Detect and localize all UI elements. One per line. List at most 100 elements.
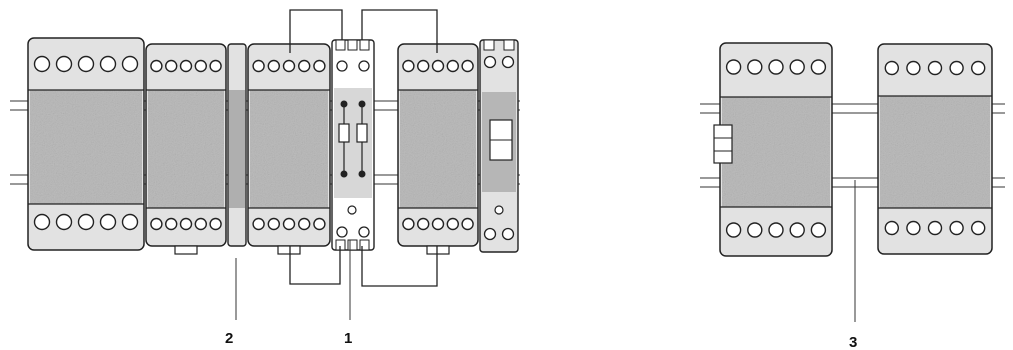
terminal-screw-icon (884, 60, 899, 76)
terminal-screw-icon (121, 213, 139, 231)
module-body (250, 90, 328, 208)
contactor-module-d (877, 43, 993, 255)
terminal-screw-icon (121, 55, 139, 73)
terminal-screw-icon (267, 59, 280, 73)
terminal-screw-icon (164, 59, 178, 73)
terminal-screw-icon (252, 59, 265, 73)
din-clip-icon (426, 245, 450, 255)
callout-label-2: 2 (225, 330, 233, 347)
terminal-screw-icon (431, 59, 445, 73)
terminal-screw-icon (402, 59, 415, 73)
din-clip-icon (174, 245, 198, 255)
contactor-module-b (247, 43, 331, 255)
din-clip-icon (277, 245, 301, 255)
terminal-screw-icon (810, 222, 827, 238)
terminal-screw-icon (501, 227, 515, 241)
terminal-screw-icon (282, 217, 296, 231)
terminal-screw-icon (282, 59, 296, 73)
large-contactor-module (27, 37, 145, 251)
terminal-screw-icon (417, 217, 430, 231)
terminal-screw-icon (55, 213, 73, 231)
terminal-screw-icon (483, 227, 497, 241)
terminal-screw-icon (494, 205, 504, 215)
terminal-screw-icon (336, 60, 348, 72)
terminal-screw-icon (267, 217, 280, 231)
terminal-screw-icon (77, 55, 95, 73)
callout-label-3: 3 (849, 334, 857, 350)
contactor-module-a (145, 43, 227, 255)
module-body (880, 96, 990, 208)
terminal-screw-icon (313, 217, 326, 231)
interlock-tab (347, 39, 358, 51)
terminal-screw-icon (252, 217, 265, 231)
terminal-screw-icon (949, 220, 964, 236)
terminal-screw-icon (298, 217, 311, 231)
callout-label-1: 1 (344, 330, 352, 347)
terminal-screw-icon (927, 220, 943, 236)
link-pin-icon (358, 100, 366, 108)
terminal-screw-icon (884, 220, 899, 236)
terminal-screw-icon (209, 59, 222, 73)
interlock-tab (359, 39, 370, 51)
terminal-screw-icon (336, 226, 348, 238)
terminal-screw-icon (431, 217, 445, 231)
contactor-with-aux-module (713, 42, 833, 257)
link-pin-icon (340, 170, 348, 178)
terminal-screw-icon (99, 213, 117, 231)
wiring-top (289, 9, 438, 53)
terminal-screw-icon (33, 213, 51, 231)
terminal-screw-icon (298, 59, 311, 73)
terminal-screw-icon (313, 59, 326, 73)
wiring-bottom (289, 246, 438, 287)
module-body (722, 97, 830, 207)
terminal-screw-icon (417, 59, 430, 73)
terminal-screw-icon (164, 217, 178, 231)
terminal-screw-icon (150, 59, 163, 73)
terminal-screw-icon (446, 217, 459, 231)
terminal-screw-icon (402, 217, 415, 231)
terminal-screw-icon (461, 59, 474, 73)
terminal-screw-icon (971, 60, 986, 76)
fuse-icon (356, 123, 368, 143)
terminal-screw-icon (446, 59, 459, 73)
module-body (148, 90, 224, 208)
contactor-module-c (397, 43, 479, 255)
terminal-screw-icon (906, 60, 921, 76)
terminal-screw-icon (209, 217, 222, 231)
interlock-tab (347, 239, 358, 251)
terminal-screw-icon (99, 55, 117, 73)
interlock-tab (335, 39, 346, 51)
interlock-tab (359, 239, 370, 251)
terminal-screw-icon (747, 222, 763, 238)
interlock-body (334, 88, 372, 198)
terminal-screw-icon (33, 55, 51, 73)
terminal-screw-icon (179, 217, 193, 231)
terminal-screw-icon (768, 222, 784, 238)
terminal-screw-icon (949, 60, 964, 76)
fuse-icon (338, 123, 350, 143)
aux-tab (503, 39, 515, 51)
terminal-screw-icon (768, 59, 784, 75)
terminal-screw-icon (483, 55, 497, 69)
terminal-screw-icon (194, 217, 208, 231)
terminal-screw-icon (789, 222, 805, 238)
terminal-screw-icon (347, 205, 357, 215)
terminal-screw-icon (725, 59, 742, 75)
aux-tab (483, 39, 495, 51)
terminal-screw-icon (150, 217, 163, 231)
terminal-screw-icon (810, 59, 827, 75)
terminal-screw-icon (725, 222, 742, 238)
module-body (400, 90, 476, 208)
auxiliary-block-module (479, 39, 519, 253)
module-body (30, 90, 142, 204)
terminal-screw-icon (358, 226, 370, 238)
terminal-screw-icon (194, 59, 208, 73)
spacer-body (229, 90, 245, 208)
link-pin-icon (340, 100, 348, 108)
interlock-module (331, 39, 375, 251)
terminal-screw-icon (927, 60, 943, 76)
terminal-screw-icon (906, 220, 921, 236)
terminal-screw-icon (501, 55, 515, 69)
terminal-screw-icon (358, 60, 370, 72)
